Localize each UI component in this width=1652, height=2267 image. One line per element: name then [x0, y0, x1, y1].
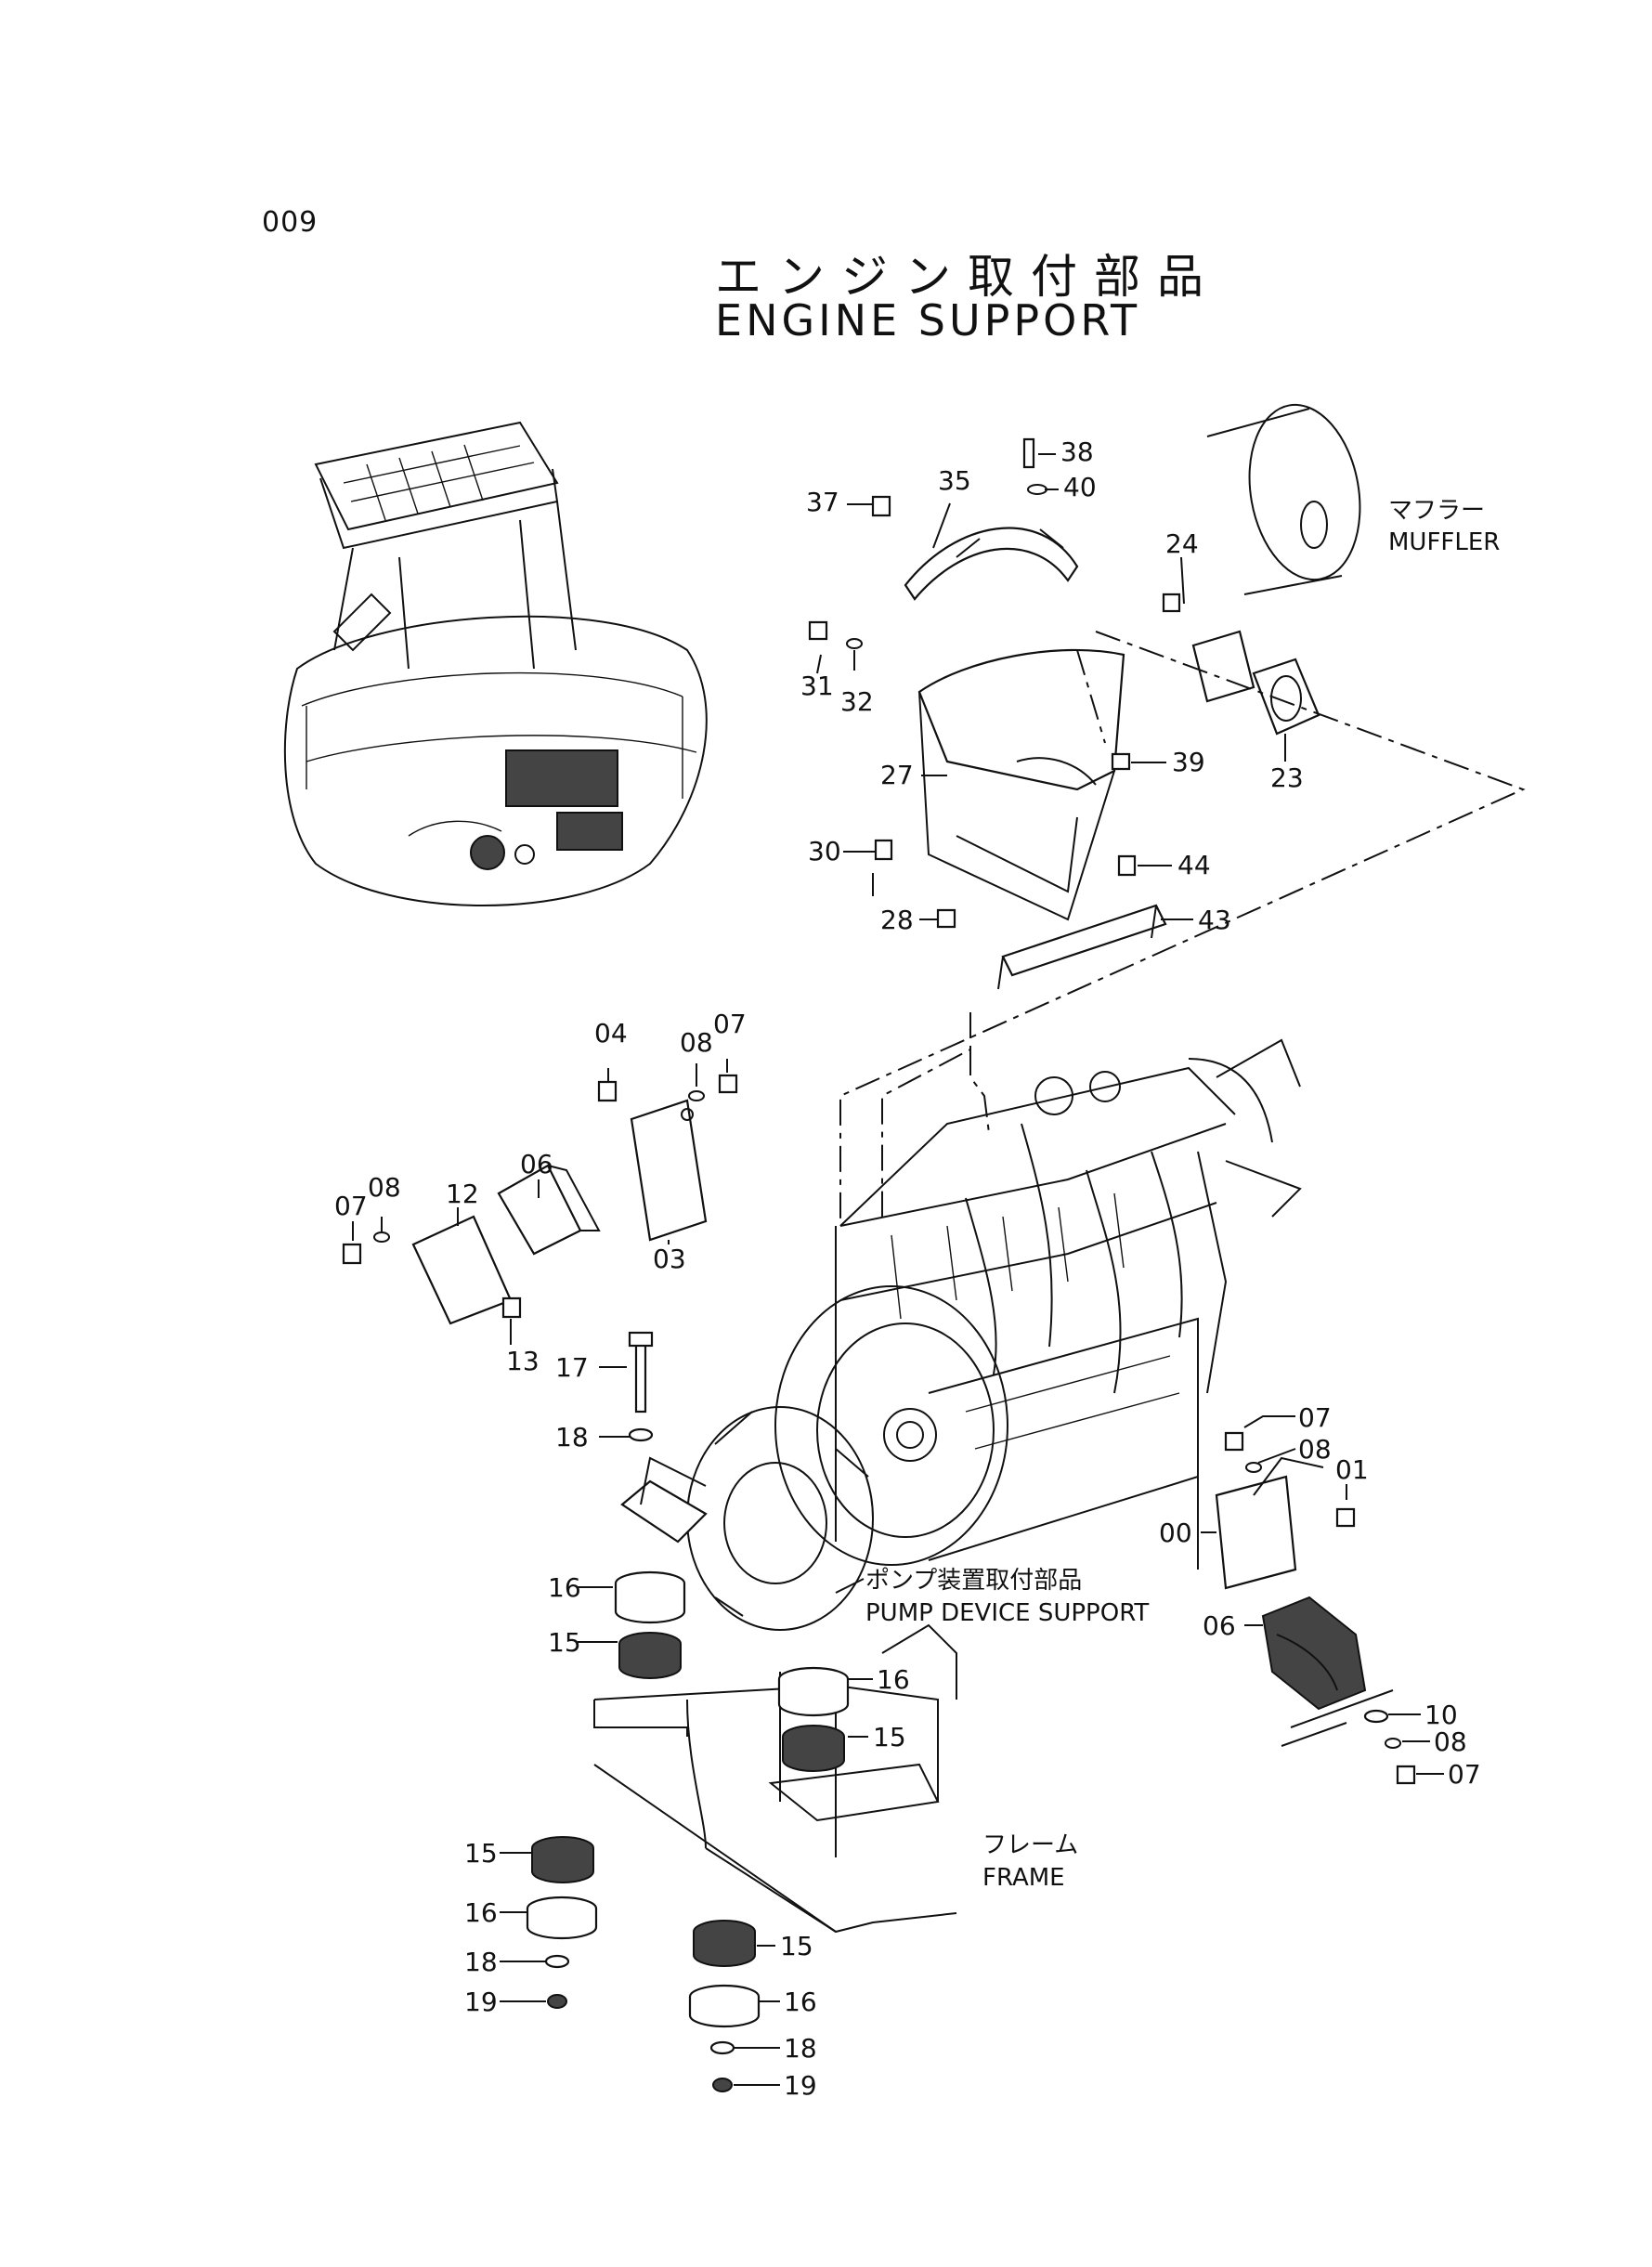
callout-27: 27	[880, 760, 914, 790]
callout-17: 17	[555, 1352, 589, 1383]
callout-32: 32	[840, 686, 874, 717]
callout-07-c: 07	[1298, 1402, 1332, 1433]
callout-10: 10	[1424, 1700, 1458, 1730]
callout-06-b: 06	[1203, 1610, 1236, 1641]
callout-06-a: 06	[520, 1149, 553, 1179]
callout-15-d: 15	[780, 1931, 813, 1961]
callout-16-b: 16	[877, 1664, 910, 1695]
assembly-dash-lines	[839, 631, 1526, 1226]
callout-44: 44	[1177, 850, 1211, 880]
captions: マフラー MUFFLER ポンプ装置取付部品 PUMP DEVICE SUPPO…	[865, 497, 1500, 1892]
right-mount-parts	[1215, 1456, 1394, 1747]
callout-04: 04	[594, 1018, 628, 1049]
plate-43	[997, 904, 1167, 990]
callout-01: 01	[1335, 1454, 1369, 1485]
caption-pump-en: PUMP DEVICE SUPPORT	[865, 1599, 1149, 1627]
callout-08-c: 08	[1298, 1434, 1332, 1465]
callout-07-b: 07	[334, 1191, 368, 1221]
title-japanese: エンジン取付部品	[715, 250, 1220, 304]
callout-38: 38	[1060, 436, 1094, 467]
caption-frame-jp: フレーム	[982, 1831, 1078, 1859]
callout-31: 31	[800, 671, 834, 701]
callout-16-d: 16	[784, 1987, 817, 2017]
caption-frame-en: FRAME	[982, 1864, 1065, 1892]
callout-15-a: 15	[548, 1627, 581, 1658]
callout-24: 24	[1165, 528, 1199, 559]
callout-08-b: 08	[368, 1172, 401, 1203]
callout-15-b: 15	[873, 1722, 906, 1752]
fastener-hardware	[342, 437, 1416, 1785]
callout-39: 39	[1172, 747, 1205, 777]
callout-43: 43	[1198, 905, 1231, 935]
muffler-bracket-27	[917, 648, 1125, 921]
engine-illustration	[774, 1038, 1302, 1570]
left-mount-parts	[411, 1099, 708, 1325]
callout-18-c: 18	[784, 2033, 817, 2064]
callout-40: 40	[1063, 472, 1097, 502]
callout-28: 28	[880, 905, 914, 935]
muffler-shield-35	[904, 527, 1079, 601]
callout-07-a: 07	[713, 1009, 747, 1039]
forklift-overview-illustration	[283, 421, 708, 906]
title-english: ENGINE SUPPORT	[715, 295, 1141, 345]
page-number: 009	[262, 206, 319, 239]
callout-30: 30	[808, 836, 841, 866]
callout-19-b: 19	[784, 2070, 817, 2101]
caption-muffler-en: MUFFLER	[1388, 528, 1500, 556]
callout-37: 37	[806, 487, 839, 517]
callout-18-a: 18	[555, 1422, 589, 1453]
callout-35: 35	[938, 465, 971, 496]
callout-labels: 38 40 37 35 24 31 32 39 23 27 30 44 28 4…	[334, 436, 1481, 2101]
callout-08-d: 08	[1434, 1726, 1467, 1757]
callout-00: 00	[1159, 1518, 1192, 1548]
leader-lines	[352, 453, 1444, 2086]
callout-23: 23	[1270, 762, 1304, 793]
rubber-mounts	[526, 1427, 850, 2092]
callout-15-c: 15	[464, 1838, 498, 1869]
callout-16-a: 16	[548, 1572, 581, 1603]
pump-device-support-illustration	[620, 1406, 874, 1631]
caption-muffler-jp: マフラー	[1388, 497, 1485, 525]
callout-16-c: 16	[464, 1897, 498, 1928]
caption-pump-jp: ポンプ装置取付部品	[865, 1567, 1082, 1595]
callout-03: 03	[653, 1244, 686, 1274]
callout-18-b: 18	[464, 1947, 498, 1977]
callout-19-a: 19	[464, 1987, 498, 2017]
muffler-illustration	[1206, 403, 1361, 595]
callout-13: 13	[506, 1346, 540, 1376]
callout-12: 12	[446, 1179, 479, 1209]
callout-07-d: 07	[1448, 1759, 1481, 1790]
frame-illustration	[593, 1623, 957, 1934]
gasket-23	[1191, 630, 1320, 736]
callout-08-a: 08	[680, 1027, 713, 1058]
